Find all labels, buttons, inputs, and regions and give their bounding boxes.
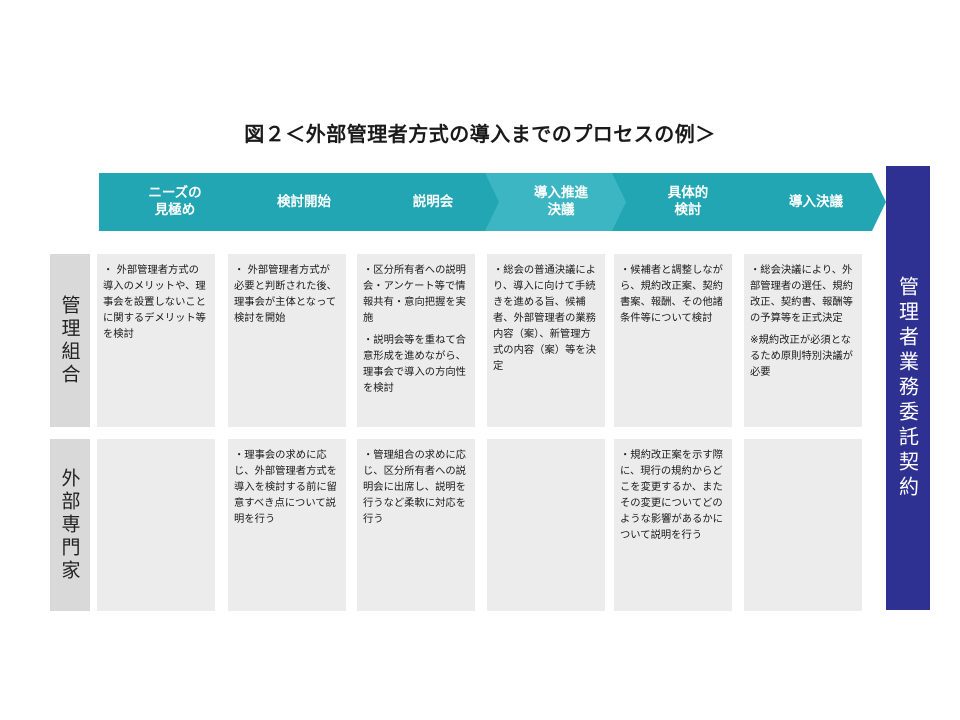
- cell-text: ・管理組合の求めに応じ、区分所有者への説明会に出席し、説明を行うなど柔軟に対応を…: [363, 449, 466, 525]
- senmon-cell-4: [487, 439, 605, 611]
- senmon-cell-1: [97, 439, 215, 611]
- cell-text: ・規約改正案を示す際に、現行の規約からどこを変更するか、またその変更についてどの…: [620, 449, 723, 541]
- senmon-cell-5: ・規約改正案を示す際に、現行の規約からどこを変更するか、またその変更についてどの…: [614, 439, 732, 611]
- step-chevron-6: 導入決議: [740, 173, 886, 231]
- step-label: 導入推進 決議: [534, 185, 588, 218]
- step-chevron-3: 説明会: [357, 173, 503, 231]
- cell-text: ・ 外部管理者方式の導入のメリットや、理事会を設置しないことに関するデメリット等…: [103, 264, 206, 340]
- cell-text: ・説明会等を重ねて合意形成を進めながら、理事会で導入の方向性を検討: [363, 334, 466, 394]
- kanri-cell-3: ・区分所有者への説明会・アンケート等で情報共有・意向把握を実施・説明会等を重ねて…: [357, 254, 475, 427]
- kanri-cell-5: ・候補者と調整しながら、規約改正案、契約書案、報酬、その他諸条件等について検討: [614, 254, 732, 427]
- cell-text: ・総会決議により、外部管理者の選任、規約改正、契約書、報酬等の予算等を正式決定: [750, 264, 853, 324]
- kanri-cell-2: ・ 外部管理者方式が必要と判断された後、理事会が主体となって検討を開始: [228, 254, 346, 427]
- step-label: 具体的 検討: [667, 185, 709, 218]
- row-label-senmon: 外部専門家: [50, 439, 90, 611]
- senmon-cell-2: ・理事会の求めに応じ、外部管理者方式を導入を検討する前に留意すべき点について説明…: [228, 439, 346, 611]
- cell-text: ・区分所有者への説明会・アンケート等で情報共有・意向把握を実施: [363, 264, 466, 324]
- step-chevron-1: ニーズの 見極め: [99, 173, 245, 231]
- cell-text: ・総会の普通決議により、導入に向けて手続きを進める旨、候補者、外部管理者の業務内…: [493, 264, 596, 372]
- page-title: 図２＜外部管理者方式の導入までのプロセスの例＞: [244, 122, 716, 146]
- step-label: 導入決議: [789, 193, 843, 210]
- cell-text: ・候補者と調整しながら、規約改正案、契約書案、報酬、その他諸条件等について検討: [620, 264, 723, 324]
- senmon-cell-6: [744, 439, 862, 611]
- step-label: 検討開始: [277, 193, 331, 210]
- step-chevron-4: 導入推進 決議: [485, 173, 631, 231]
- step-chevron-2: 検討開始: [228, 173, 374, 231]
- kanri-cell-4: ・総会の普通決議により、導入に向けて手続きを進める旨、候補者、外部管理者の業務内…: [487, 254, 605, 427]
- kanri-cell-1: ・ 外部管理者方式の導入のメリットや、理事会を設置しないことに関するデメリット等…: [97, 254, 215, 427]
- step-chevron-5: 具体的 検討: [612, 173, 758, 231]
- contract-sidebar: 管理者業務委託契約: [886, 166, 930, 610]
- step-label: ニーズの 見極め: [148, 185, 202, 218]
- cell-text: ・ 外部管理者方式が必要と判断された後、理事会が主体となって検討を開始: [234, 264, 337, 324]
- cell-text: ※規約改正が必須となるため原則特別決議が必要: [750, 334, 853, 378]
- step-label: 説明会: [412, 193, 454, 210]
- cell-text: ・理事会の求めに応じ、外部管理者方式を導入を検討する前に留意すべき点について説明…: [234, 449, 337, 525]
- sidebar-label: 管理者業務委託契約: [895, 275, 920, 501]
- row-label-kanri: 管理組合: [50, 254, 90, 427]
- kanri-cell-6: ・総会決議により、外部管理者の選任、規約改正、契約書、報酬等の予算等を正式決定 ※…: [744, 254, 862, 427]
- senmon-cell-3: ・管理組合の求めに応じ、区分所有者への説明会に出席し、説明を行うなど柔軟に対応を…: [357, 439, 475, 611]
